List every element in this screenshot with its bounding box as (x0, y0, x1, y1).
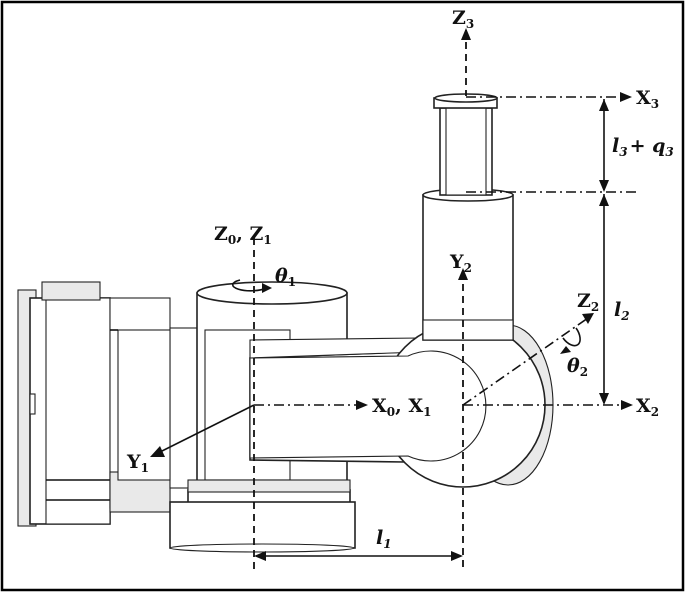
robot-base (17, 281, 203, 527)
label-l3-q3: l3+ q3 (612, 135, 674, 159)
label-x0-x1: X0, X1 (372, 395, 431, 419)
label-theta1: θ1 (275, 265, 296, 289)
label-y1: Y1 (126, 451, 149, 475)
label-z3: Z3 (452, 7, 474, 31)
axis-labels: Z0, Z1 Z3 X3 l3+ q3 Y2 θ1 Z2 l2 θ2 X0, X… (126, 7, 674, 551)
label-l2: l2 (614, 299, 630, 323)
frame-axes (150, 28, 640, 570)
label-z2: Z2 (577, 290, 599, 314)
label-x3: X3 (636, 87, 659, 111)
label-y2: Y2 (449, 251, 472, 275)
link3-prismatic (433, 93, 498, 196)
label-theta2: θ2 (567, 355, 588, 379)
label-x2: X2 (636, 395, 659, 419)
label-l1: l1 (376, 527, 392, 551)
label-z0-z1: Z0, Z1 (214, 223, 272, 247)
